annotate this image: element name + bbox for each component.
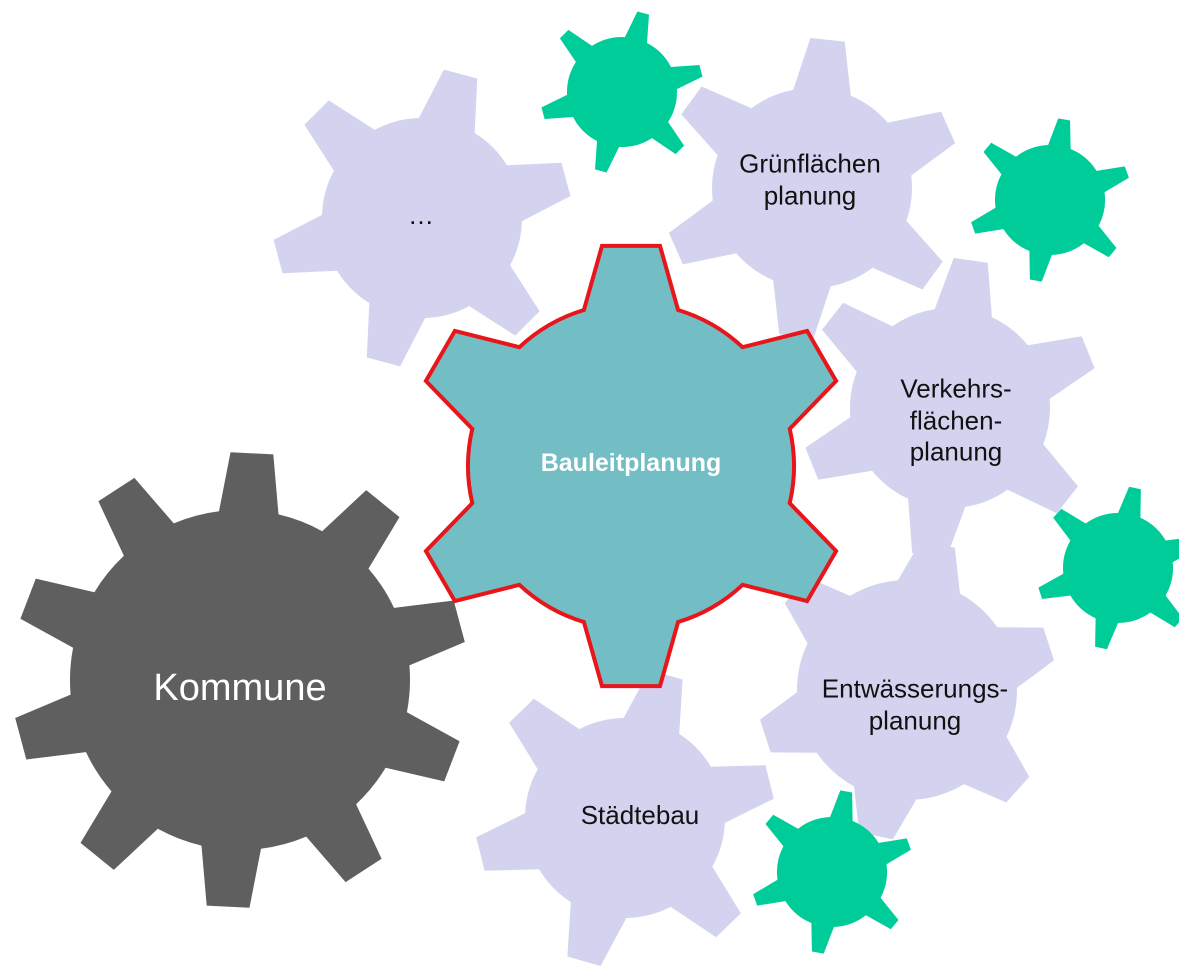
gear-label-line: planung [909,436,1003,467]
gear-label-gruenflaechenplanung: Grünflächen planung [739,148,881,211]
gear-staedtebau [476,670,774,966]
gear-label-kommune: Kommune [153,666,327,709]
gear-label-entwaesserungsplanung: Entwässerungs- planung [822,673,1008,736]
gear-label-ellipsis: … [408,200,434,231]
gear-label-line: Grünflächen [739,148,881,179]
gear-verkehrsflaechenplanung [805,258,1095,558]
gear-ellipsis [273,69,571,367]
gear-label-line: Entwässerungs- [821,673,1009,704]
gear-entwaesserungsplanung [760,540,1054,840]
gear-label-line: flächen- [909,405,1003,436]
gear-label-line: planung [868,705,962,735]
gear-label-line: Verkehrs- [900,373,1012,404]
small-gear-upper-right [971,118,1129,282]
small-gear-bottom [753,790,911,954]
gear-kommune [15,452,465,908]
gear-label-staedtebau: Städtebau [580,800,700,831]
small-gear-top [541,11,703,173]
gear-label-bauleitplanung: Bauleitplanung [540,448,722,477]
gear-label-verkehrsflaechenplanung: Verkehrs- flächen- planung [900,373,1011,468]
small-gear-right [1038,486,1179,650]
gear-gruenflaechenplanung [668,38,956,338]
gear-bauleitplanung [423,243,839,689]
gear-label-line: planung [763,180,857,210]
